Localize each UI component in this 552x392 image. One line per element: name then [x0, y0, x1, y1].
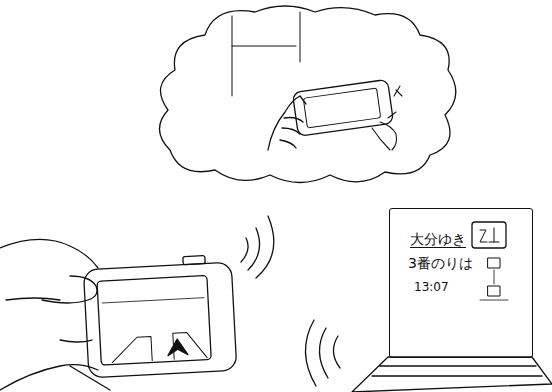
screen-icon — [480, 270, 508, 300]
screen-text: 大分ゆき — [410, 231, 466, 248]
wireless-wave — [241, 216, 274, 278]
laptop-base — [352, 357, 552, 392]
hand — [0, 239, 110, 390]
screen-text: 3番のりは — [408, 255, 473, 271]
handheld-device — [292, 79, 393, 136]
screen-icon — [480, 228, 499, 242]
screen-text: 13:07 — [414, 279, 449, 295]
wireless-wave — [305, 320, 340, 386]
hand — [268, 96, 306, 150]
thought-cloud — [159, 6, 455, 183]
camera-device — [83, 254, 237, 378]
hand — [372, 86, 402, 150]
screen-icon — [472, 222, 506, 248]
screen-icon — [488, 258, 500, 268]
screen-icon — [488, 286, 500, 296]
laptop-screen: 大分ゆき 3番のりは 13:07 — [389, 208, 533, 358]
scene-line — [232, 12, 300, 96]
